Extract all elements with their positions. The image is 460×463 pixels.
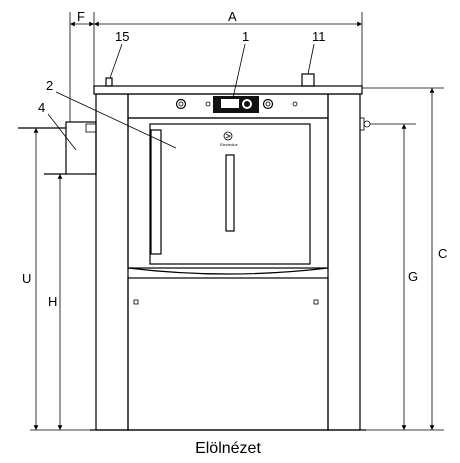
label-f: F: [77, 9, 85, 24]
labels: A F 15 1 11 2 4 U H G C: [22, 9, 447, 309]
component-4: [65, 121, 97, 175]
control-panel-details: [175, 96, 298, 113]
leader-lines: [47, 43, 315, 151]
indicator-light-icon: [205, 101, 211, 107]
label-g: G: [408, 269, 418, 284]
side-box: [18, 121, 97, 175]
label-u: U: [22, 271, 31, 286]
electrolux-logo-icon: [223, 131, 233, 141]
brand-text: Electrolux: [220, 142, 238, 147]
door-hinge: [150, 129, 162, 255]
label-a: A: [228, 9, 237, 24]
brand-logo: Electrolux: [220, 131, 238, 147]
lower-cabinet: [127, 277, 329, 431]
machine-body: [90, 85, 366, 431]
dimensions: [30, 12, 444, 431]
caption: Elölnézet: [195, 440, 261, 457]
label-h: H: [48, 294, 57, 309]
label-15: 15: [115, 29, 129, 44]
top-plate: [93, 85, 363, 95]
connector-icon: [363, 120, 371, 128]
upper-front-panel: [127, 117, 329, 269]
door-handle: [225, 154, 235, 232]
label-1: 1: [242, 29, 249, 44]
label-11: 11: [312, 29, 326, 44]
drum-door: [149, 123, 311, 265]
top-components: [105, 73, 315, 87]
right-column: [327, 93, 361, 431]
knob-icon: [175, 98, 187, 110]
label-c: C: [438, 246, 447, 261]
display-screen: [221, 99, 239, 108]
component-11: [301, 73, 315, 87]
component-15: [105, 77, 113, 87]
program-knob-icon: [262, 98, 274, 110]
label-2: 2: [46, 78, 53, 93]
door-base-curve: [127, 267, 329, 275]
left-column: [95, 93, 129, 431]
right-connector: [359, 87, 444, 131]
label-4: 4: [38, 100, 45, 115]
